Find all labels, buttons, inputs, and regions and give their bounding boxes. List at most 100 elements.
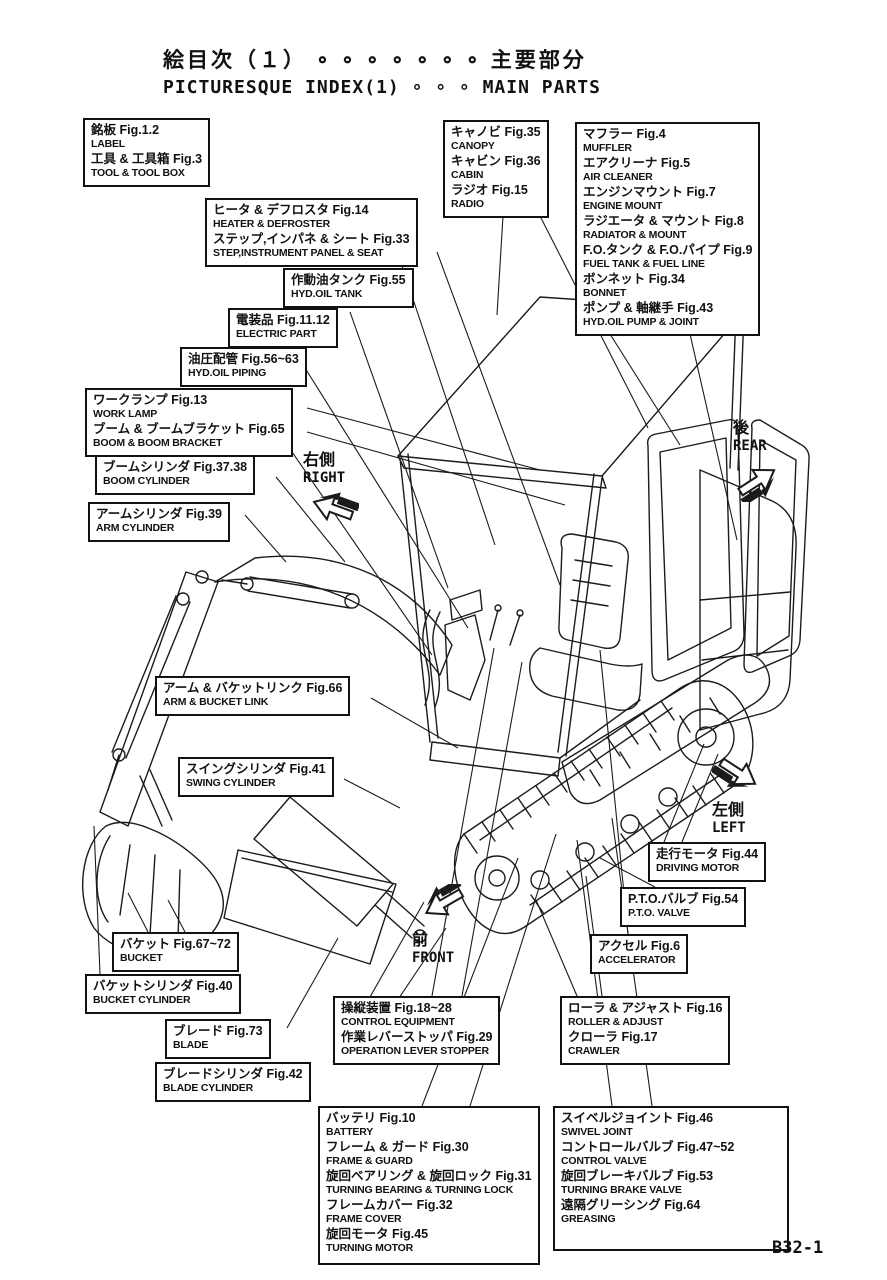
callout-text-en: FRAME & GUARD bbox=[326, 1155, 413, 1167]
arm bbox=[99, 570, 219, 827]
callout-text-en: BOOM CYLINDER bbox=[103, 475, 190, 487]
callout-text-jp: ラジオ Fig.15 bbox=[451, 183, 528, 197]
page-title-en: PICTURESQUE INDEX(1) ∘ ∘ ∘ MAIN PARTS bbox=[163, 77, 601, 98]
callout-text-en: ELECTRIC PART bbox=[236, 328, 317, 340]
callout-text-jp: 旋回ベアリング & 旋回ロック Fig.31 bbox=[326, 1169, 532, 1183]
direction-front-en: FRONT bbox=[412, 950, 455, 966]
far-track bbox=[561, 654, 771, 805]
callout-text-jp: ローラ & アジャスト Fig.16 bbox=[568, 1001, 723, 1015]
callout-text-jp: 遠隔グリーシング Fig.64 bbox=[561, 1198, 701, 1212]
callout-text-en: CRAWLER bbox=[568, 1045, 620, 1057]
rear-arrow-icon bbox=[736, 468, 776, 502]
callout-text-en: WORK LAMP bbox=[93, 408, 158, 420]
direction-left-en: LEFT bbox=[712, 820, 746, 836]
callout-text-jp: バケット Fig.67~72 bbox=[120, 937, 231, 951]
callout-text-jp: アクセル Fig.6 bbox=[598, 939, 681, 953]
direction-right-en: RIGHT bbox=[303, 470, 346, 486]
cab-pillars bbox=[399, 311, 745, 757]
direction-marker-front: 前 FRONT bbox=[412, 882, 470, 966]
callout-text-en: CANOPY bbox=[451, 140, 495, 152]
callout-text-jp: F.O.タンク & F.O.パイプ Fig.9 bbox=[583, 243, 753, 257]
callout-text-jp: ブレードシリンダ Fig.42 bbox=[163, 1067, 303, 1081]
callout-text-jp: ブームシリンダ Fig.37.38 bbox=[103, 460, 248, 474]
direction-rear-jp: 後 bbox=[733, 420, 750, 437]
callout-text-jp: ポンプ & 軸継手 Fig.43 bbox=[583, 301, 714, 315]
seat bbox=[529, 533, 643, 711]
callout-text-en: BONNET bbox=[583, 287, 627, 299]
callout-text-jp: 油圧配管 Fig.56~63 bbox=[188, 352, 299, 366]
callout-text-jp: 旋回モータ Fig.45 bbox=[326, 1227, 429, 1241]
callout-text-en: CONTROL EQUIPMENT bbox=[341, 1016, 455, 1028]
callout-text-en: SWIVEL JOINT bbox=[561, 1126, 633, 1138]
callout-text-en: GREASING bbox=[561, 1213, 616, 1225]
direction-rear-en: REAR bbox=[733, 438, 767, 454]
callout-text-jp: バッテリ Fig.10 bbox=[326, 1111, 416, 1125]
callout-text-jp: ボンネット Fig.34 bbox=[583, 272, 685, 286]
callout-text-jp: バケットシリンダ Fig.40 bbox=[93, 979, 233, 993]
callout-text-jp: 工具 & 工具箱 Fig.3 bbox=[91, 152, 203, 166]
callout-text-en: BATTERY bbox=[326, 1126, 374, 1138]
callout-text-en: FUEL TANK & FUEL LINE bbox=[583, 258, 705, 270]
floor bbox=[429, 699, 641, 777]
blade-shape bbox=[223, 849, 397, 965]
callout-text-en: ARM CYLINDER bbox=[96, 522, 175, 534]
callout-text-jp: 電装品 Fig.11.12 bbox=[236, 313, 330, 327]
callout-text-jp: コントロールバルブ Fig.47~52 bbox=[561, 1140, 735, 1154]
callout-text-en: FRAME COVER bbox=[326, 1213, 402, 1225]
callout-text-jp: ブレード Fig.73 bbox=[173, 1024, 263, 1038]
right-arrow-icon bbox=[312, 492, 359, 522]
direction-marker-rear: 後 REAR bbox=[733, 420, 791, 504]
callout-text-en: P.T.O. VALVE bbox=[628, 907, 690, 919]
callout-text-en: AIR CLEANER bbox=[583, 171, 653, 183]
direction-marker-left: 左側 LEFT bbox=[712, 752, 770, 836]
callout-text-en: MUFFLER bbox=[583, 142, 632, 154]
callout-text-en: DRIVING MOTOR bbox=[656, 862, 739, 874]
callout-text-jp: 走行モータ Fig.44 bbox=[656, 847, 759, 861]
rear-door bbox=[743, 419, 810, 674]
callout-text-jp: クローラ Fig.17 bbox=[568, 1030, 658, 1044]
callout-text-jp: ワークランプ Fig.13 bbox=[93, 393, 208, 407]
callout-text-en: HYD.OIL TANK bbox=[291, 288, 363, 300]
leader-lines bbox=[93, 215, 738, 1107]
callout-text-en: ROLLER & ADJUST bbox=[568, 1016, 664, 1028]
callout-text-en: TOOL & TOOL BOX bbox=[91, 167, 185, 179]
callout-text-en: BOOM & BOOM BRACKET bbox=[93, 437, 223, 449]
engine-hood bbox=[699, 469, 797, 731]
page-code: B32-1 bbox=[772, 1238, 824, 1258]
